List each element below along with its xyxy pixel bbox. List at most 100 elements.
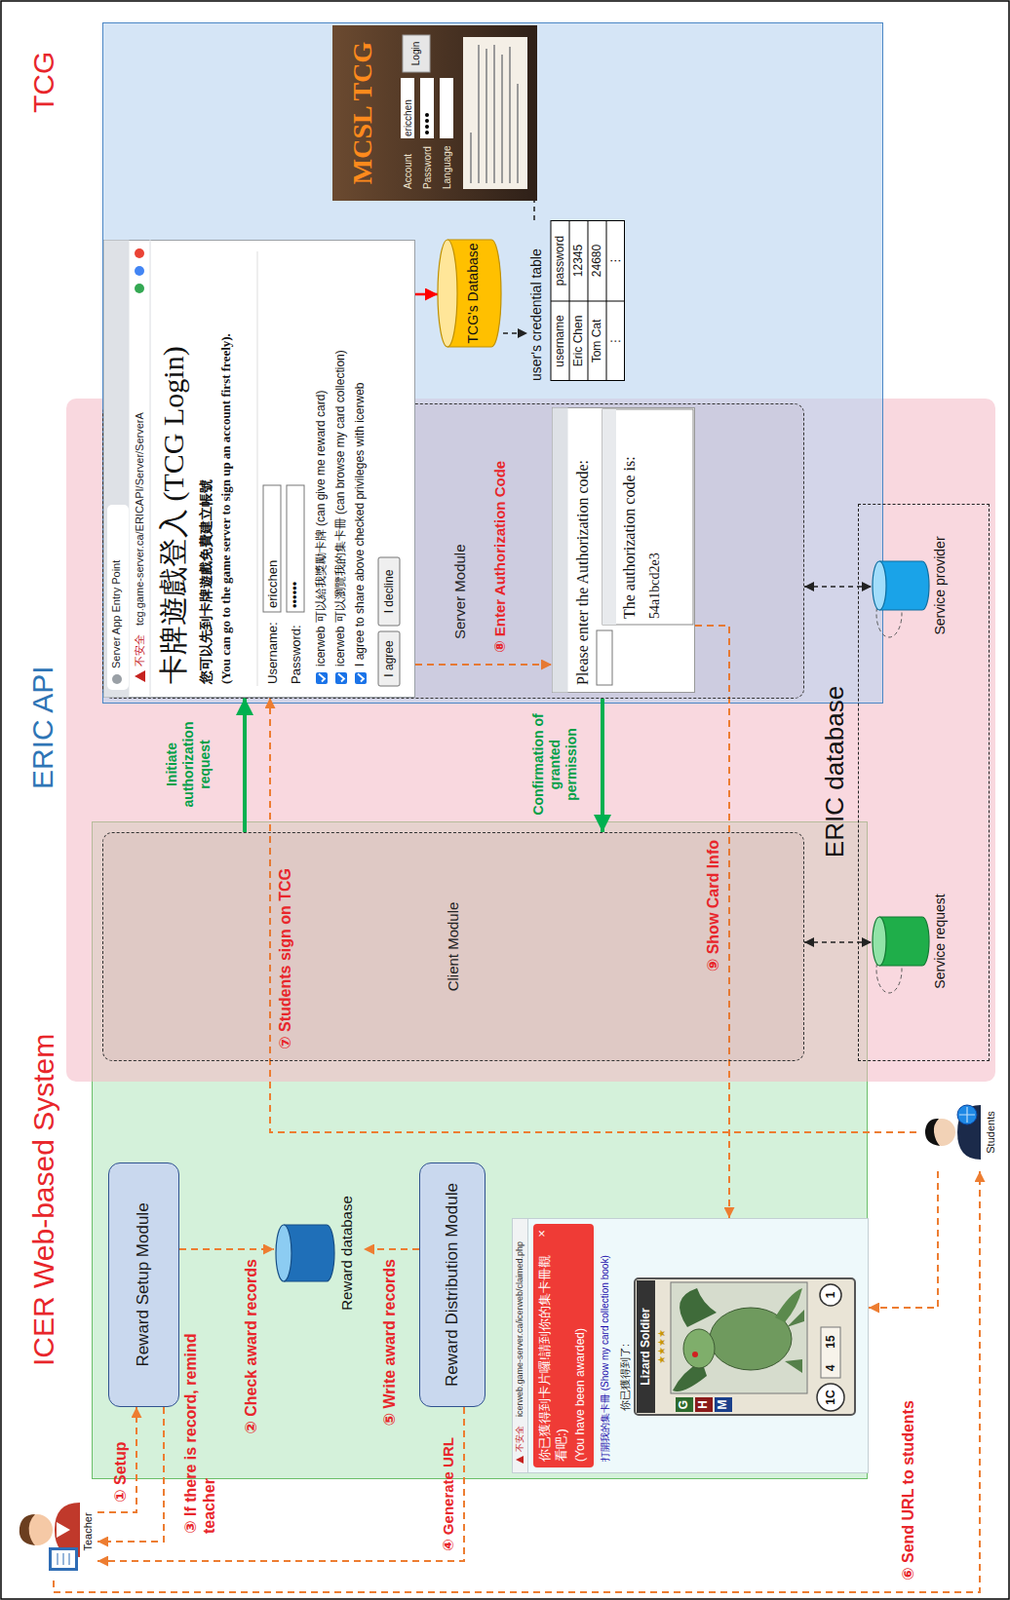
svg-line — [469, 132, 472, 184]
node-label: ★★★★ — [656, 1281, 668, 1414]
text-slot: ② Check award records — [241, 1259, 261, 1494]
svg-rect — [354, 672, 367, 685]
text-slot: Reward database — [338, 1190, 356, 1318]
svg-line — [516, 83, 519, 184]
text-slot: password — [552, 222, 567, 300]
svg-ellipse — [437, 239, 458, 348]
svg-path — [56, 1522, 71, 1539]
text-slot: Initiate authorization request — [163, 703, 213, 826]
node-label: 24680 — [589, 222, 604, 300]
node-label: × — [534, 1226, 550, 1243]
text-slot: 卡牌遊戲登入 (TCG Login) — [155, 245, 192, 685]
text-slot: •••••• — [287, 487, 304, 609]
text-slot: ⑦ Students sign on TCG — [275, 833, 295, 1050]
edge-label: ② Check award records — [241, 1259, 261, 1494]
process-box: Reward Setup Module — [108, 1163, 180, 1408]
node-label: Please enter the Authorization code: — [573, 412, 592, 686]
node-label: username — [552, 303, 567, 380]
node-label: Service request — [932, 878, 949, 1006]
text-slot: Tom Cat — [589, 303, 604, 380]
node-label: 1 — [823, 1284, 838, 1307]
svg-rect — [400, 77, 415, 139]
region-title: ICER Web-based System — [26, 996, 62, 1367]
edge-label: ⑤ Write award records — [380, 1259, 399, 1494]
svg-line — [150, 239, 152, 699]
node-label: Client Module — [444, 902, 463, 993]
node-label: 不安全 — [133, 627, 147, 667]
text-slot: ⑤ Write award records — [380, 1259, 399, 1494]
text-slot: 1 — [823, 1284, 838, 1307]
text-slot: (You can go to the game server to sign u… — [218, 245, 234, 685]
svg-rect — [463, 37, 528, 190]
connector — [868, 1171, 938, 1309]
text-slot: 打開我的集卡冊 (Show my card collection book) — [599, 1224, 612, 1463]
svg-rect — [533, 1224, 594, 1469]
text-slot: (You have been awarded) — [573, 1245, 587, 1463]
text-slot: 不安全 — [514, 1419, 526, 1453]
svg-line — [257, 251, 259, 687]
svg-rect — [552, 408, 696, 694]
svg-circle — [425, 118, 429, 123]
node-label: icerweb.game-server.ca/icerweb/claimed.p… — [514, 1222, 526, 1418]
text-slot: ericchen — [265, 487, 281, 609]
database-node: Service provider — [871, 522, 986, 650]
text-slot: Please enter the Authorization code: — [573, 412, 592, 686]
node-label: Teacher — [81, 1483, 95, 1582]
data-table: user's credential tableusernamepasswordE… — [527, 220, 625, 382]
node-label: Password — [422, 140, 434, 190]
svg-path — [19, 1515, 36, 1547]
svg-path — [957, 1105, 981, 1161]
svg-line — [508, 46, 511, 184]
text-slot: 不安全 — [133, 627, 147, 667]
text-slot: ERIC API — [25, 633, 61, 790]
award-screenshot: 不安全icerweb.game-server.ca/icerweb/claime… — [511, 1218, 869, 1475]
text-slot: 你已獲得到卡片囉!請到你的集卡冊觀看吧:) — [537, 1245, 571, 1463]
login-window — [103, 239, 416, 699]
text-slot: 4 — [823, 1359, 838, 1379]
node-label: icerweb 可以給我獎勵卡牌 (can give me reward car… — [313, 247, 328, 667]
node-label: H — [696, 1398, 710, 1413]
node-label: (You have been awarded) — [573, 1245, 587, 1463]
node-label: G — [676, 1398, 691, 1413]
node-label: Reward Distribution Module — [442, 1183, 463, 1388]
text-slot: Confirmation of granted permission — [530, 703, 580, 826]
svg-rect — [104, 240, 130, 699]
node-label: I agree — [382, 631, 396, 687]
text-slot: I agree — [382, 631, 396, 687]
node-label: 卡牌遊戲登入 (TCG Login) — [155, 245, 192, 685]
database-node: TCG's Database — [437, 225, 504, 362]
text-slot: icerweb.game-server.ca/icerweb/claimed.p… — [514, 1222, 526, 1418]
node-label: icerweb 可以瀏覽我的集卡冊 (can browse my card co… — [333, 247, 348, 667]
module-box: Client Module — [102, 832, 805, 1062]
svg-rect — [104, 240, 416, 699]
svg-path — [318, 674, 325, 683]
text-slot: ⑨ Show Card Info — [703, 840, 723, 1026]
text-slot: ★★★★ — [656, 1281, 668, 1414]
text-slot: 12345 — [571, 222, 585, 300]
node-label: 12345 — [571, 222, 585, 300]
svg-ellipse — [872, 917, 887, 967]
svg-ellipse — [872, 561, 887, 611]
node-label: 打開我的集卡冊 (Show my card collection book) — [599, 1224, 612, 1463]
region-title: ERIC API — [25, 633, 61, 790]
text-slot: username — [552, 303, 567, 380]
text-slot: Server Module — [451, 483, 469, 640]
svg-rect — [420, 77, 434, 139]
text-slot: The authorization code is: — [620, 412, 639, 620]
node-label: ERIC database — [819, 684, 851, 860]
node-label: 你已獲得到了: — [619, 1282, 632, 1412]
svg-rect — [602, 409, 617, 625]
text-slot: H — [696, 1398, 710, 1413]
edge-label: ④ Generate URL — [439, 1410, 458, 1553]
node-label: Account — [402, 140, 415, 190]
svg-path — [679, 1288, 717, 1328]
node-label: •••••• — [287, 487, 304, 609]
svg-path — [879, 561, 930, 611]
node-label: 1C — [823, 1384, 838, 1412]
svg-circle — [819, 1284, 842, 1307]
node-label: I decline — [382, 557, 396, 626]
node-label: ericchen — [265, 487, 281, 609]
text-slot: Password — [422, 140, 434, 190]
text-slot: icerweb 可以給我獎勵卡牌 (can give me reward car… — [313, 247, 328, 667]
